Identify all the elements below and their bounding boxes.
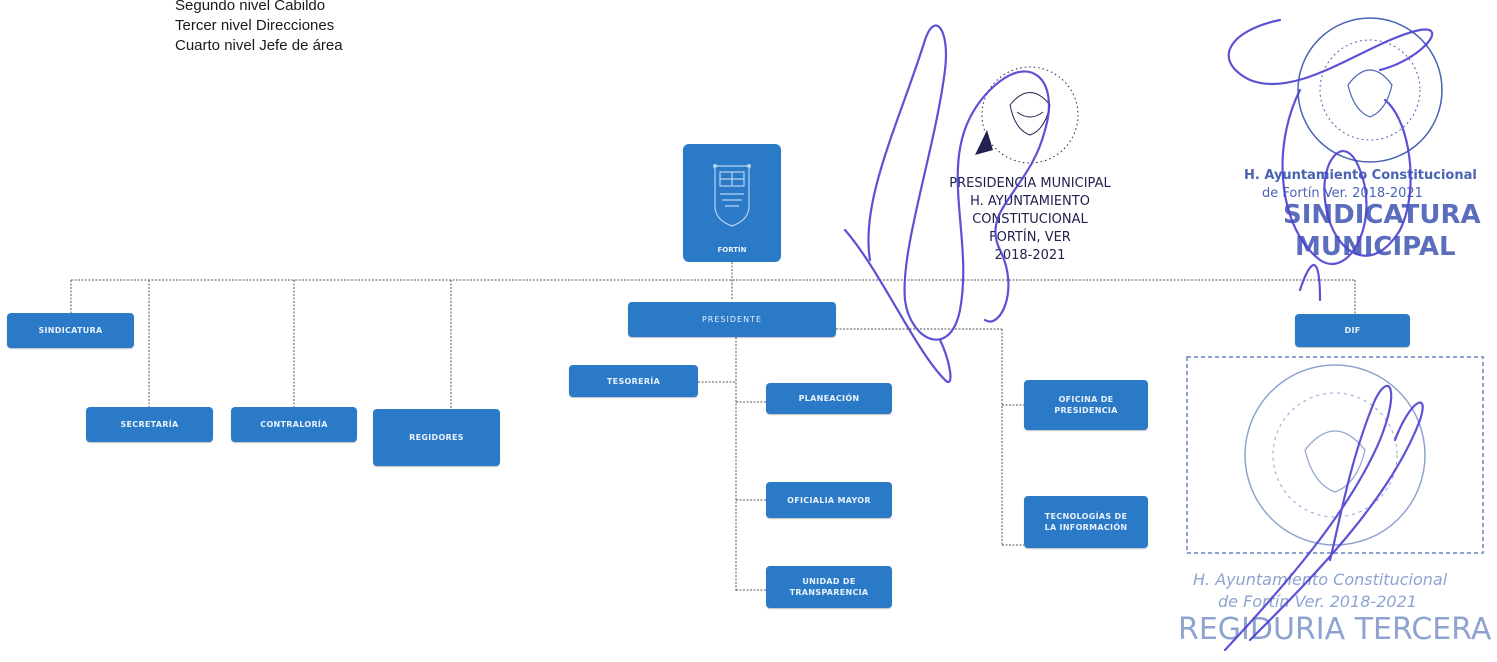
- stamp-sindicatura-line4: MUNICIPAL: [1295, 232, 1456, 262]
- stamp-regiduria-line3: REGIDURIA TERCERA: [1178, 612, 1492, 647]
- town-shield-icon: [713, 164, 751, 227]
- eagle-seal-icon: [975, 66, 1079, 164]
- node-presidente: PRESIDENTE: [628, 302, 836, 337]
- stamp-regiduria-line1: H. Ayuntamiento Constitucional: [1193, 570, 1448, 589]
- stamp-sindicatura-line3: SINDICATURA: [1283, 200, 1481, 230]
- eagle-seal-icon: [1297, 17, 1443, 163]
- signature-regidor: [1223, 385, 1424, 652]
- eagle-seal-icon: [1186, 356, 1484, 554]
- stamp-presidencia-line2: H. AYUNTAMIENTO: [970, 194, 1090, 209]
- legend-level-2: Segundo nivel Cabildo: [175, 0, 326, 14]
- node-regidores: REGIDORES: [373, 409, 500, 466]
- node-planeacion: PLANEACIÓN: [766, 383, 892, 414]
- stamp-presidencia-line3: CONSTITUCIONAL: [972, 212, 1088, 227]
- stamp-presidencia-line5: 2018-2021: [994, 248, 1066, 263]
- stamp-regiduria-line2: de Fortín Ver. 2018-2021: [1218, 592, 1417, 611]
- stamp-presidencia-line4: FORTÍN, VER: [989, 230, 1071, 245]
- node-tesoreria: TESORERÍA: [569, 365, 698, 397]
- signature-presidente: [867, 24, 1050, 341]
- legend-level-4: Cuarto nivel Jefe de área: [175, 37, 343, 54]
- node-contraloria: CONTRALORÍA: [231, 407, 357, 442]
- node-secretaria: SECRETARÍA: [86, 407, 213, 442]
- fortin-logo: FORTÍN: [683, 144, 781, 262]
- stamp-sindicatura-line1: H. Ayuntamiento Constitucional: [1244, 168, 1477, 183]
- logo-label: FORTÍN: [717, 246, 747, 254]
- node-unidad-transparencia: UNIDAD DE TRANSPARENCIA: [766, 566, 892, 608]
- node-tecnologias: TECNOLOGÍAS DE LA INFORMACIÓN: [1024, 496, 1148, 548]
- level-legend: Segundo nivel Cabildo Tercer nivel Direc…: [175, 0, 343, 56]
- node-oficina-presidencia: OFICINA DE PRESIDENCIA: [1024, 380, 1148, 430]
- signature-sindico: [1227, 18, 1434, 302]
- stamp-sindicatura-line2: de Fortín Ver. 2018-2021: [1262, 186, 1423, 201]
- node-sindicatura: SINDICATURA: [7, 313, 134, 348]
- node-dif: DIF: [1295, 314, 1410, 347]
- stamp-presidencia-line1: PRESIDENCIA MUNICIPAL: [949, 176, 1111, 191]
- legend-level-3: Tercer nivel Direcciones: [175, 17, 335, 34]
- node-oficialia-mayor: OFICIALIA MAYOR: [766, 482, 892, 518]
